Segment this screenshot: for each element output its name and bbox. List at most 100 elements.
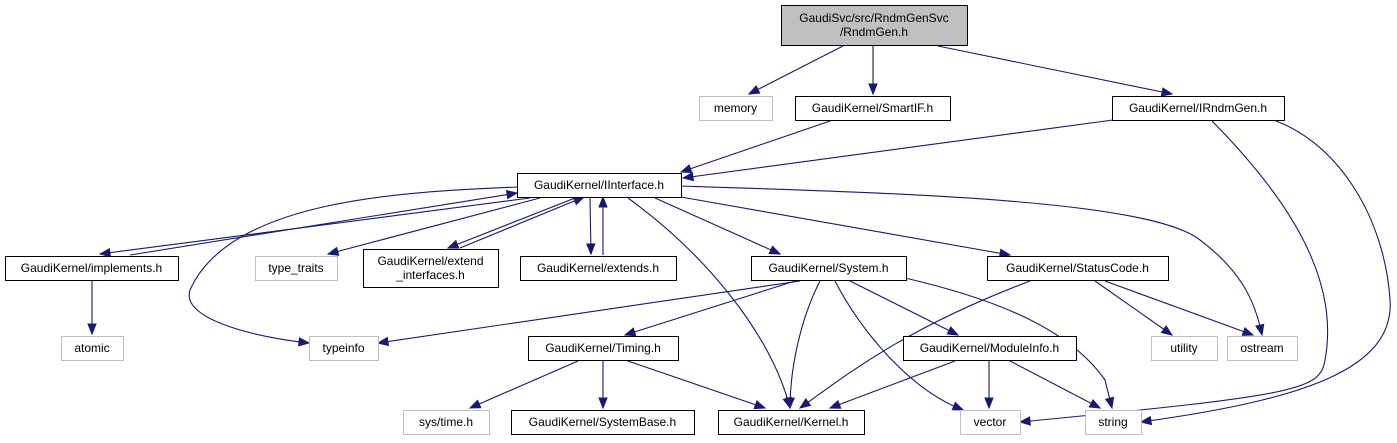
node-label: /RndmGen.h [840,25,908,39]
node-label: ostream [1240,341,1283,355]
node-label: GaudiKernel/Timing.h [545,341,661,355]
node-box [903,336,1077,361]
edge-arrowhead [468,399,482,409]
edge-moduleinfo-to-string [1009,360,1102,409]
node-system[interactable]: GaudiKernel/System.h [751,256,907,281]
edge-arrowhead [768,245,782,255]
node-typeinfo: typeinfo [309,336,379,361]
edge-system-to-typeinfo [376,280,801,347]
node-label: type_traits [268,261,323,275]
node-type-traits: type_traits [255,256,338,281]
edge-rndmgen-to-smartif [868,46,878,96]
edge-rndmgen-to-irndmgen [937,45,1174,97]
edge-arrowhead [828,399,842,409]
node-label: GaudiKernel/StatusCode.h [1006,261,1149,275]
node-systembase[interactable]: GaudiKernel/SystemBase.h [511,410,695,435]
edge-arrowhead [681,171,695,182]
edge-arrowhead [1255,323,1265,337]
edge-moduleinfo-to-vector [984,361,994,410]
edge-arrowhead [1104,396,1115,410]
edge-iinterface-to-extends [586,197,596,256]
node-extend-interfaces[interactable]: GaudiKernel/extend_interfaces.h [363,249,499,288]
node-label: string [1098,415,1127,429]
edge-line [129,192,518,256]
edge-line [469,360,579,409]
edge-arrowhead [98,247,112,258]
edge-arrowhead [946,326,960,336]
edge-line [447,197,576,249]
edge-arrowhead [984,397,994,410]
node-box [699,96,773,121]
node-iinterface[interactable]: GaudiKernel/IInterface.h [517,173,682,198]
node-box [1227,336,1298,361]
node-smartif[interactable]: GaudiKernel/SmartIF.h [795,96,951,121]
edge-arrowhead [1088,398,1102,409]
node-label: atomic [74,341,109,355]
edge-line [327,197,541,255]
node-timing[interactable]: GaudiKernel/Timing.h [528,336,679,361]
edge-arrowhead [598,195,608,208]
edge-line [1094,280,1173,336]
edge-arrowhead [598,397,608,410]
edge-arrowhead [951,401,965,411]
edge-line [829,360,956,409]
node-rndmgen[interactable]: GaudiSvc/src/RndmGenSvc/RndmGen.h [781,5,968,46]
edge-system-to-timing [623,280,796,337]
edge-iinterface-to-type_traits [326,197,541,256]
node-label: _interfaces.h [395,268,465,282]
node-kernel[interactable]: GaudiKernel/Kernel.h [718,410,865,435]
edge-arrowhead [623,327,637,337]
node-utility: utility [1151,336,1218,361]
node-statuscode[interactable]: GaudiKernel/StatusCode.h [987,256,1169,281]
edge-line [682,119,1114,179]
edge-implements-to-atomic [87,281,97,336]
edge-iinterface-to-implements [98,197,531,258]
node-irndmgen[interactable]: GaudiKernel/IRndmGen.h [1112,96,1285,121]
node-moduleinfo[interactable]: GaudiKernel/ModuleInfo.h [903,336,1077,361]
edge-statuscode-to-ostream [1104,280,1255,336]
edge-arrowhead [1160,87,1174,97]
edge-arrowhead [87,323,97,336]
node-label: typeinfo [322,341,364,355]
edge-line [459,196,585,249]
edge-irndmgen-to-iinterface [681,119,1114,182]
edge-moduleinfo-to-kernel [828,360,956,409]
edge-arrowhead [679,164,693,174]
node-extends[interactable]: GaudiKernel/extends.h [520,256,677,281]
node-label: utility [1170,341,1197,355]
edge-arrowhead [1018,416,1031,426]
node-box [403,410,490,435]
node-box [517,173,682,198]
node-box [511,410,695,435]
node-box [1151,336,1218,361]
edge-arrowhead [505,189,519,200]
node-label: GaudiKernel/SystemBase.h [529,415,676,429]
node-label: GaudiKernel/IRndmGen.h [1129,101,1267,115]
node-label: GaudiKernel/SmartIF.h [812,101,933,115]
node-implements[interactable]: GaudiKernel/implements.h [5,256,179,281]
edge-line [188,186,518,344]
node-box [751,256,907,281]
node-box [987,256,1169,281]
node-label: GaudiKernel/extend [377,254,483,268]
edge-line [799,280,1031,409]
edge-timing-to-systime [468,360,579,409]
node-label: memory [714,101,757,115]
edge-line [1140,120,1391,423]
node-label: GaudiKernel/IInterface.h [534,178,664,192]
node-box [61,336,124,361]
edge-line [937,45,1173,95]
edge-arrowhead [446,239,460,249]
edge-arrowhead [785,397,795,410]
node-label: GaudiKernel/implements.h [21,261,162,275]
edge-statuscode-to-kernel [798,280,1031,409]
edge-arrowhead [1160,325,1174,336]
edge-iinterface-to-ostream [680,185,1265,337]
edge-arrowhead [572,196,586,206]
node-box [255,256,338,281]
node-ostream: ostream [1227,336,1298,361]
edge-iinterface-to-extend_interfaces [446,197,576,249]
edge-system-to-moduleinfo [849,280,960,336]
